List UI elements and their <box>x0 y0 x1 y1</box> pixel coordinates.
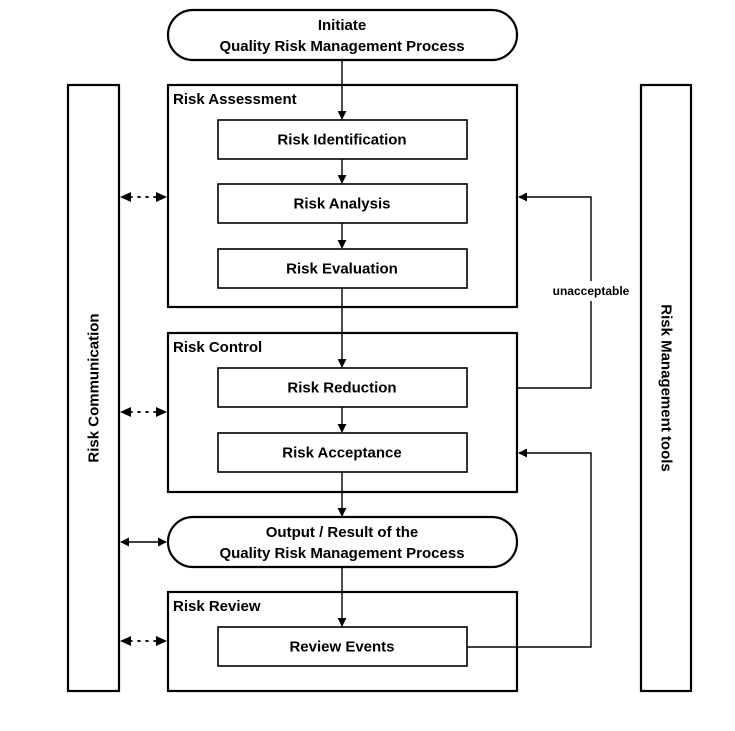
initiate-line2: Quality Risk Management Process <box>219 38 464 55</box>
risk-control-title: Risk Control <box>173 339 262 356</box>
step-risk-acceptance: Risk Acceptance <box>217 432 468 473</box>
output-terminal: Output / Result of the Quality Risk Mana… <box>166 515 519 569</box>
step-risk-evaluation: Risk Evaluation <box>217 248 468 289</box>
unacceptable-label: unacceptable <box>553 284 630 298</box>
risk-communication-bar: Risk Communication <box>66 83 121 693</box>
initiate-line1: Initiate <box>318 17 366 34</box>
step-label: Risk Acceptance <box>282 445 402 462</box>
risk-review-title: Risk Review <box>173 598 261 615</box>
feedback-loops: unacceptable <box>467 192 637 648</box>
output-line1: Output / Result of the <box>266 524 418 541</box>
communication-arrows <box>120 192 167 646</box>
risk-communication-label: Risk Communication <box>86 313 103 462</box>
step-label: Risk Analysis <box>294 196 391 213</box>
risk-assessment-title: Risk Assessment <box>173 91 297 108</box>
step-risk-analysis: Risk Analysis <box>217 183 468 224</box>
step-risk-identification: Risk Identification <box>217 119 468 160</box>
output-line2: Quality Risk Management Process <box>219 545 464 562</box>
step-label: Risk Identification <box>277 132 406 149</box>
review-loop-arrow <box>467 448 592 648</box>
step-review-events: Review Events <box>217 626 468 667</box>
initiate-terminal: Initiate Quality Risk Management Process <box>166 8 519 62</box>
step-label: Risk Evaluation <box>286 261 398 278</box>
step-label: Review Events <box>289 639 394 656</box>
risk-management-tools-label: Risk Management tools <box>658 304 675 472</box>
step-risk-reduction: Risk Reduction <box>217 367 468 408</box>
risk-management-tools-bar: Risk Management tools <box>639 83 693 693</box>
step-label: Risk Reduction <box>287 380 396 397</box>
